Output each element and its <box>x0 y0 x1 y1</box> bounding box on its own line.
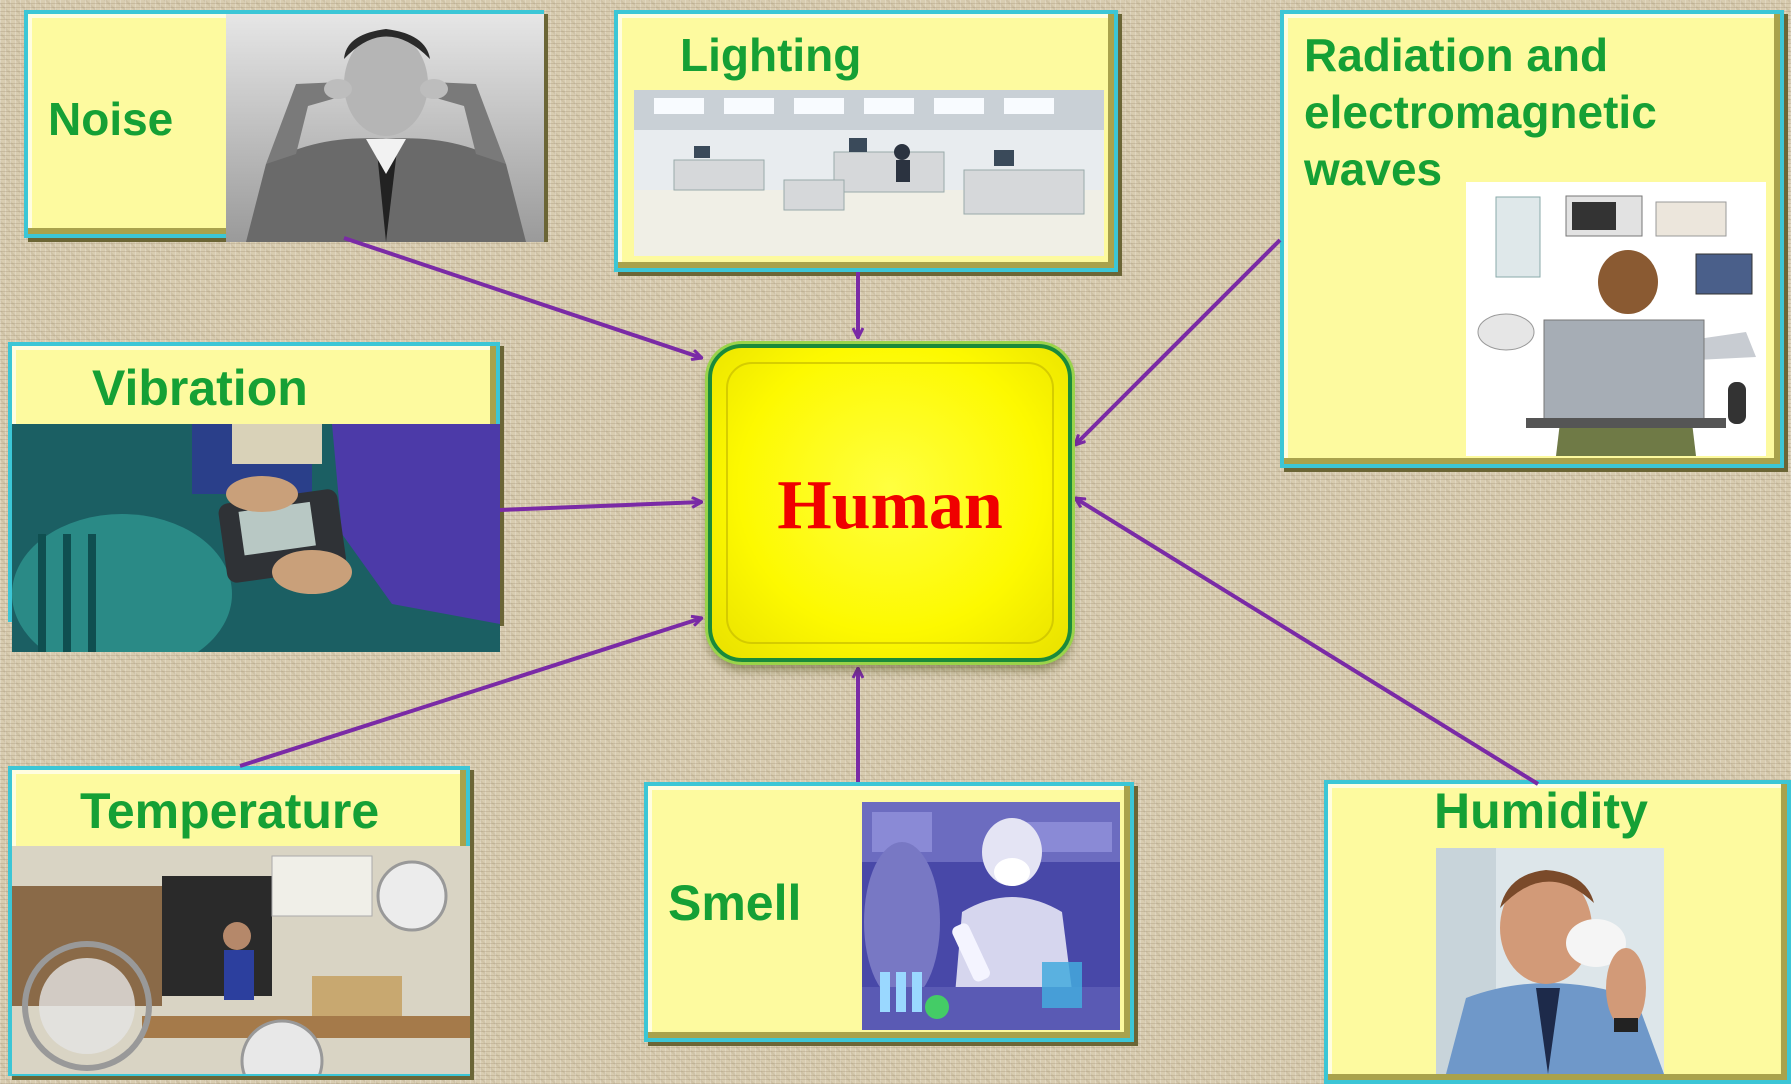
radiation-label-line-2: electromagnetic <box>1304 86 1657 138</box>
arrow-vibration <box>499 502 702 512</box>
lighting-box: Lighting <box>614 10 1118 272</box>
humidity-box: Humidity <box>1324 780 1791 1084</box>
radiation-label-line-1: Radiation and <box>1304 29 1609 81</box>
human-center-box: Human <box>708 344 1072 662</box>
smell-label: Smell <box>668 875 802 931</box>
temperature-box: Temperature <box>8 766 470 1076</box>
electronics-and-laptop-user-photo <box>1466 182 1766 456</box>
vibration-box: Vibration <box>8 342 500 652</box>
lab-worker-with-mask-photo <box>862 802 1120 1030</box>
man-wiping-sweat-photo <box>1436 848 1664 1074</box>
radiation-box: Radiation and electromagnetic waves <box>1280 10 1784 468</box>
vibration-label: Vibration <box>92 360 308 416</box>
smell-box: Smell <box>644 782 1134 1042</box>
noise-label: Noise <box>48 93 174 145</box>
laboratory-room-photo <box>634 90 1104 256</box>
human-inner-border <box>726 362 1054 644</box>
arrow-noise <box>343 236 702 358</box>
noise-box: Noise <box>24 10 544 242</box>
arrow-radiation <box>1075 238 1282 445</box>
lighting-label: Lighting <box>680 29 862 81</box>
arrow-temperature <box>239 618 702 768</box>
office-with-fans-photo <box>12 846 470 1074</box>
radiation-label-line-3: waves <box>1304 143 1443 195</box>
humidity-label: Humidity <box>1434 783 1648 839</box>
man-covering-ears-photo <box>226 14 544 242</box>
temperature-label: Temperature <box>80 783 380 839</box>
human-label: Human <box>777 467 1003 544</box>
vibration-meter-on-motor-photo <box>12 424 500 652</box>
arrow-humidity <box>1075 498 1540 786</box>
